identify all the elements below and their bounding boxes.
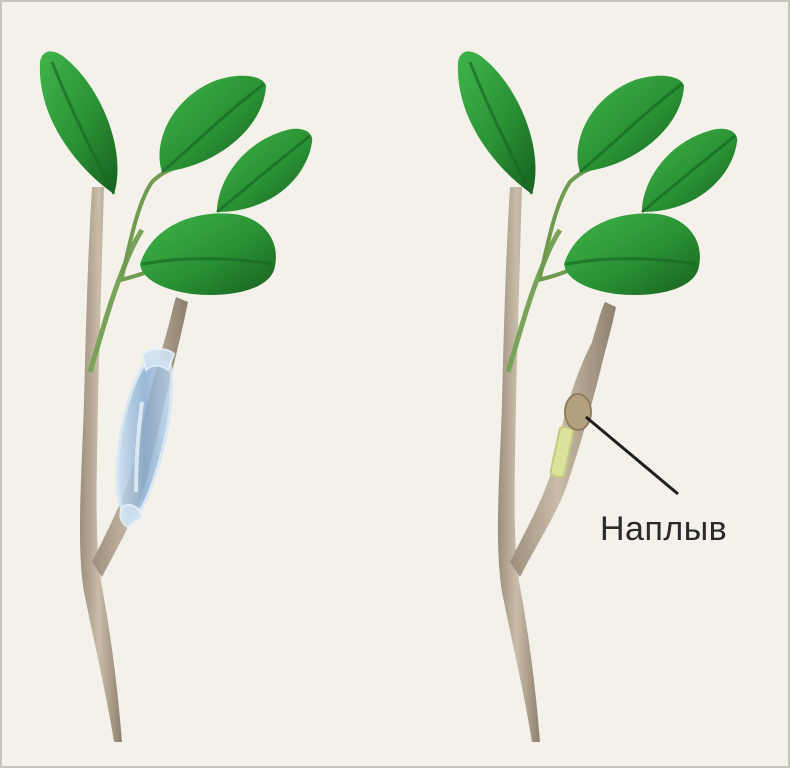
leaf	[140, 213, 276, 295]
left-plant	[40, 51, 312, 742]
callus-swelling	[565, 394, 591, 430]
right-plant	[458, 51, 737, 742]
right-leaves	[458, 51, 737, 295]
left-leaves	[40, 51, 312, 295]
callout-line	[586, 417, 678, 494]
callout-label: Наплыв	[600, 510, 727, 549]
graft-wrap	[117, 349, 174, 527]
leaf	[564, 213, 700, 295]
